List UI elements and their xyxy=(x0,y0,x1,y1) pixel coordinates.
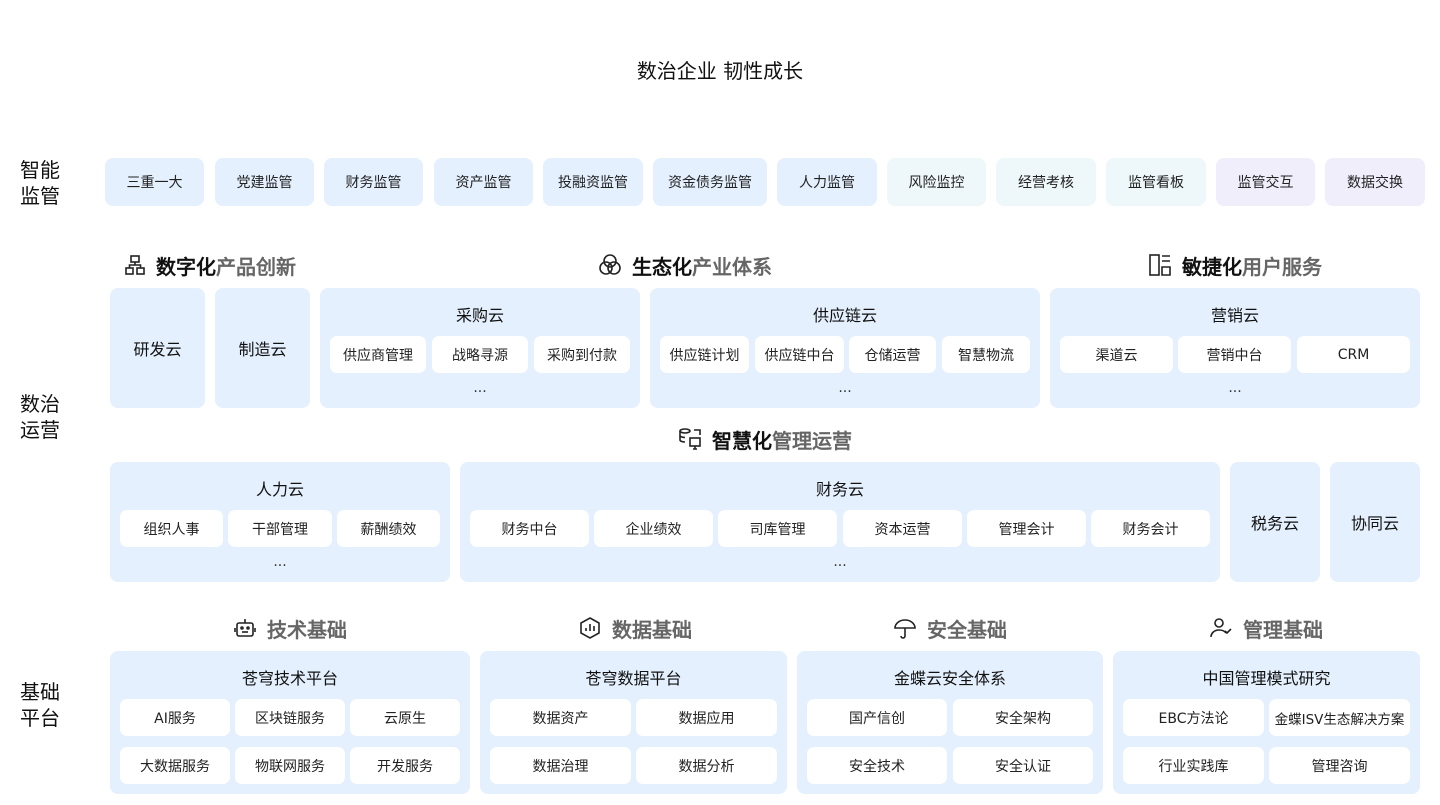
chip-data-analysis[interactable]: 数据分析 xyxy=(636,747,777,784)
chip-capital-operations[interactable]: 资本运营 xyxy=(843,510,962,547)
robot-icon xyxy=(234,619,256,637)
chip-compensation[interactable]: 薪酬绩效 xyxy=(337,510,440,547)
card-hr-cloud: 人力云 组织人事 干部管理 薪酬绩效 ... xyxy=(110,462,450,582)
chip-dev-service[interactable]: 开发服务 xyxy=(350,747,460,784)
chip-crm[interactable]: CRM xyxy=(1297,336,1410,373)
database-screen-icon xyxy=(679,428,701,450)
supervision-item-sanzhong[interactable]: 三重一大 xyxy=(105,158,204,206)
card-tech-platform: 苍穹技术平台 AI服务 区块链服务 云原生 大数据服务 物联网服务 开发服务 xyxy=(110,651,470,794)
chip-channel-cloud[interactable]: 渠道云 xyxy=(1060,336,1173,373)
chip-finance-middle[interactable]: 财务中台 xyxy=(470,510,589,547)
card-rd-cloud[interactable]: 研发云 xyxy=(110,288,205,408)
umbrella-icon xyxy=(894,619,916,639)
row-label-digital-operations: 数治 运营 xyxy=(20,392,60,442)
supervision-item-board[interactable]: 监管看板 xyxy=(1106,158,1206,206)
chip-data-assets[interactable]: 数据资产 xyxy=(490,699,631,736)
row-label-smart-supervision: 智能 监管 xyxy=(20,158,60,208)
card-data-platform: 苍穹数据平台 数据资产 数据应用 数据治理 数据分析 xyxy=(480,651,787,794)
chip-treasury[interactable]: 司库管理 xyxy=(718,510,837,547)
chip-cadre-management[interactable]: 干部管理 xyxy=(228,510,332,547)
chip-smart-logistics[interactable]: 智慧物流 xyxy=(942,336,1030,373)
chip-enterprise-performance[interactable]: 企业绩效 xyxy=(594,510,713,547)
card-title: 苍穹数据平台 xyxy=(585,669,682,688)
chart-hexagon-icon xyxy=(580,617,600,639)
more-indicator: ... xyxy=(833,554,847,570)
chip-org-personnel[interactable]: 组织人事 xyxy=(120,510,223,547)
chip-marketing-middle[interactable]: 营销中台 xyxy=(1178,336,1291,373)
section-header-user-service: 敏捷化用户服务 xyxy=(1110,250,1360,280)
chip-procure-to-pay[interactable]: 采购到付款 xyxy=(534,336,630,373)
supervision-item-party[interactable]: 党建监管 xyxy=(215,158,314,206)
card-title: 采购云 xyxy=(455,306,504,325)
section-header-ecosystem: 生态化产业体系 xyxy=(560,250,810,280)
chip-data-governance[interactable]: 数据治理 xyxy=(490,747,631,784)
chip-isv-solutions[interactable]: 金蝶ISV生态解决方案 xyxy=(1269,699,1410,736)
section-header-data: 数据基础 xyxy=(535,613,735,643)
page-title: 数治企业 韧性成长 xyxy=(636,59,804,83)
more-indicator: ... xyxy=(273,554,287,570)
card-title: 财务云 xyxy=(815,480,864,499)
chip-domestic-innovation[interactable]: 国产信创 xyxy=(807,699,947,736)
dashboard-layout-icon xyxy=(1149,254,1171,276)
card-title: 供应链云 xyxy=(812,306,877,325)
section-header-security: 安全基础 xyxy=(850,613,1050,643)
supervision-item-hr[interactable]: 人力监管 xyxy=(777,158,877,206)
card-procurement-cloud: 采购云 供应商管理 战略寻源 采购到付款 ... xyxy=(320,288,640,408)
chip-ai-service[interactable]: AI服务 xyxy=(120,699,230,736)
chip-strategic-sourcing[interactable]: 战略寻源 xyxy=(432,336,528,373)
chip-security-technology[interactable]: 安全技术 xyxy=(807,747,947,784)
chip-iot-service[interactable]: 物联网服务 xyxy=(235,747,345,784)
section-header-management: 智慧化管理运营 xyxy=(640,424,890,454)
row-label-foundation: 基础 平台 xyxy=(20,680,60,730)
card-title: 金蝶云安全体系 xyxy=(893,669,1006,688)
chip-data-application[interactable]: 数据应用 xyxy=(636,699,777,736)
card-title: 苍穹技术平台 xyxy=(241,669,338,688)
chip-blockchain-service[interactable]: 区块链服务 xyxy=(235,699,345,736)
more-indicator: ... xyxy=(838,380,852,396)
supervision-item-risk[interactable]: 风险监控 xyxy=(887,158,986,206)
card-tax-cloud[interactable]: 税务云 xyxy=(1230,462,1320,582)
chip-financial-accounting[interactable]: 财务会计 xyxy=(1091,510,1210,547)
org-chart-icon xyxy=(125,255,145,275)
chip-cloud-native[interactable]: 云原生 xyxy=(350,699,460,736)
supervision-item-finance[interactable]: 财务监管 xyxy=(324,158,423,206)
chip-security-architecture[interactable]: 安全架构 xyxy=(953,699,1093,736)
chip-management-accounting[interactable]: 管理会计 xyxy=(967,510,1086,547)
chip-warehouse-operations[interactable]: 仓储运营 xyxy=(849,336,936,373)
card-supply-chain-cloud: 供应链云 供应链计划 供应链中台 仓储运营 智慧物流 ... xyxy=(650,288,1040,408)
card-manufacturing-cloud[interactable]: 制造云 xyxy=(215,288,310,408)
chip-supply-chain-planning[interactable]: 供应链计划 xyxy=(660,336,749,373)
chip-supply-chain-middle[interactable]: 供应链中台 xyxy=(755,336,844,373)
more-indicator: ... xyxy=(473,380,487,396)
supervision-item-assessment[interactable]: 经营考核 xyxy=(996,158,1096,206)
section-header-mgmt-base: 管理基础 xyxy=(1166,613,1366,643)
card-collab-cloud[interactable]: 协同云 xyxy=(1330,462,1420,582)
venn-circles-icon xyxy=(599,254,621,275)
supervision-item-data-exchange[interactable]: 数据交换 xyxy=(1325,158,1425,206)
card-finance-cloud: 财务云 财务中台 企业绩效 司库管理 资本运营 管理会计 财务会计 ... xyxy=(460,462,1220,582)
chip-supplier-management[interactable]: 供应商管理 xyxy=(330,336,426,373)
card-marketing-cloud: 营销云 渠道云 营销中台 CRM ... xyxy=(1050,288,1420,408)
card-title: 中国管理模式研究 xyxy=(1202,669,1331,688)
card-mgmt-research: 中国管理模式研究 EBC方法论 金蝶ISV生态解决方案 行业实践库 管理咨询 xyxy=(1113,651,1420,794)
supervision-item-assets[interactable]: 资产监管 xyxy=(434,158,533,206)
more-indicator: ... xyxy=(1228,380,1242,396)
supervision-item-interaction[interactable]: 监管交互 xyxy=(1216,158,1315,206)
chip-big-data-service[interactable]: 大数据服务 xyxy=(120,747,230,784)
chip-industry-practice[interactable]: 行业实践库 xyxy=(1123,747,1264,784)
card-title: 营销云 xyxy=(1210,306,1259,325)
section-header-product: 数字化产品创新 xyxy=(110,250,310,280)
supervision-item-funds-debt[interactable]: 资金债务监管 xyxy=(653,158,767,206)
supervision-item-investment[interactable]: 投融资监管 xyxy=(543,158,643,206)
chip-ebc-methodology[interactable]: EBC方法论 xyxy=(1123,699,1264,736)
user-check-icon xyxy=(1210,618,1232,638)
card-title: 人力云 xyxy=(255,480,304,499)
chip-security-certification[interactable]: 安全认证 xyxy=(953,747,1093,784)
section-header-tech: 技术基础 xyxy=(190,613,390,643)
chip-management-consulting[interactable]: 管理咨询 xyxy=(1269,747,1410,784)
card-security-system: 金蝶云安全体系 国产信创 安全架构 安全技术 安全认证 xyxy=(797,651,1103,794)
